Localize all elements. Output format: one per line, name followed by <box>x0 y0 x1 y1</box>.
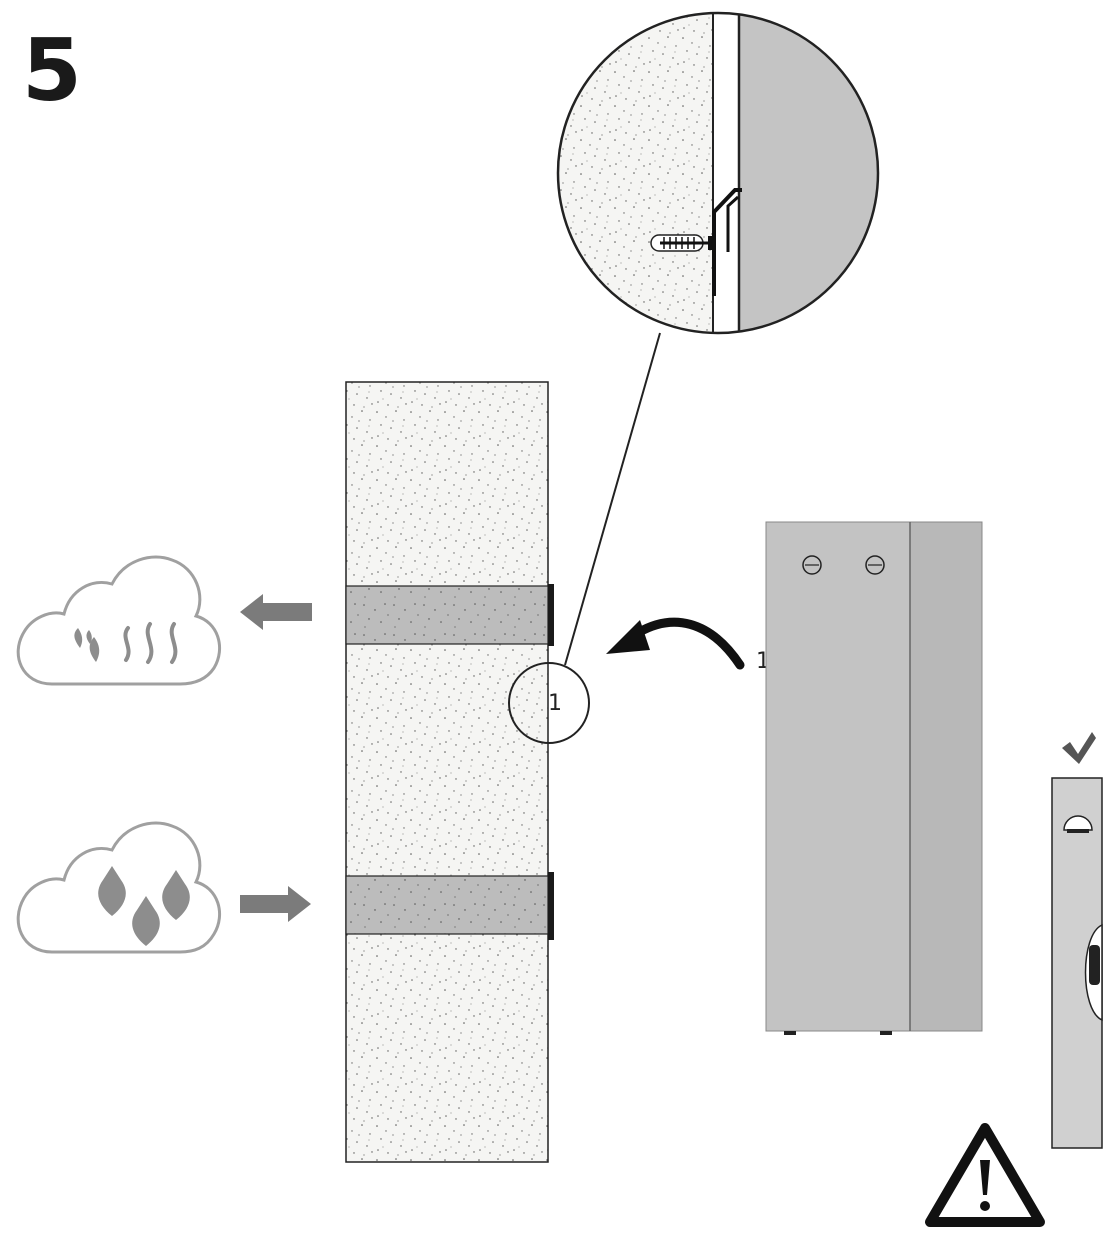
magnified-detail <box>556 11 880 335</box>
mounting-hole-left <box>802 555 822 575</box>
warning-triangle-icon <box>925 1123 1045 1227</box>
checkmark-icon <box>1062 732 1096 764</box>
lower-seal-band <box>345 872 554 940</box>
wall-plug-screw <box>650 234 714 252</box>
attach-direction-arrow: 1 <box>606 617 770 674</box>
step-number: 5 <box>22 21 82 121</box>
detail-callout-circle: 1 <box>508 332 661 744</box>
detail-callout-label: 1 <box>548 691 562 716</box>
upper-seal-band <box>345 584 554 646</box>
arrow-rain-in <box>240 886 311 922</box>
spirit-level-icon <box>1051 777 1103 1149</box>
arrow-vapor-out <box>240 594 312 630</box>
wall-unit <box>765 521 983 1035</box>
cloud-with-vapor-icon <box>16 555 222 686</box>
wall-section <box>345 381 549 1163</box>
mounting-hole-right <box>865 555 885 575</box>
cloud-with-raindrops-icon <box>16 821 222 954</box>
